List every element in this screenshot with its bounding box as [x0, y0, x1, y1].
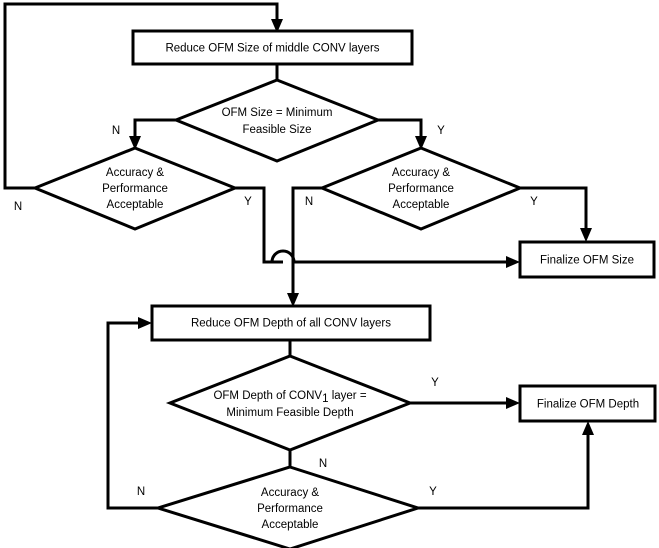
node-accuracy-performance-bottom-line3: Acceptable [262, 519, 319, 531]
arrowhead-into-acc-left [129, 136, 141, 150]
connector-acc-right-no [287, 186, 322, 307]
node-accuracy-performance-bottom[interactable]: Accuracy & Performance Acceptable [152, 465, 423, 548]
arrowhead-into-finalize-size-left [506, 256, 520, 268]
node-ofm-depth-minimum-line1-pre: OFM Depth of CONV [213, 390, 322, 402]
node-accuracy-performance-left-line3: Acceptable [107, 199, 164, 211]
node-finalize-ofm-size[interactable]: Finalize OFM Size [518, 240, 656, 279]
arrowhead-into-reduce-depth-left [138, 317, 152, 329]
connector-acc-bottom-yes [418, 421, 594, 510]
node-reduce-ofm-depth-label: Reduce OFM Depth of all CONV layers [191, 318, 391, 330]
edge-label-acc-bottom-no: N [137, 486, 145, 498]
node-accuracy-performance-right-line2: Performance [388, 183, 454, 195]
node-accuracy-performance-right-line3: Acceptable [393, 199, 450, 211]
node-ofm-depth-minimum-line1: OFM Depth of CONV1 layer = [213, 390, 366, 405]
arrowhead-into-finalize-size-top [580, 228, 592, 242]
arrowhead-into-acc-right [415, 136, 427, 150]
node-reduce-ofm-depth[interactable]: Reduce OFM Depth of all CONV layers [150, 304, 432, 342]
arrowhead-into-finalize-depth-left [506, 397, 520, 409]
edge-label-size-decision-no: N [112, 125, 120, 137]
arrowhead-into-reduce-size [271, 19, 283, 33]
node-accuracy-performance-right[interactable]: Accuracy & Performance Acceptable [318, 146, 524, 231]
node-reduce-ofm-size[interactable]: Reduce OFM Size of middle CONV layers [131, 29, 414, 66]
connector-size-decision-yes [378, 118, 427, 150]
node-accuracy-performance-left-line2: Performance [102, 183, 168, 195]
edge-label-acc-right-yes: Y [530, 196, 538, 208]
node-ofm-depth-minimum-decision[interactable]: OFM Depth of CONV1 layer = Minimum Feasi… [165, 354, 415, 452]
edge-label-acc-left-no: N [14, 201, 22, 213]
edge-label-acc-left-yes: Y [244, 196, 252, 208]
node-finalize-ofm-depth[interactable]: Finalize OFM Depth [518, 384, 657, 423]
edge-label-acc-bottom-yes: Y [429, 486, 437, 498]
node-ofm-size-minimum-line1: OFM Size = Minimum [222, 107, 333, 119]
node-ofm-depth-minimum-line1-post: layer = [329, 390, 367, 402]
arrowhead-into-finalize-depth-bottom [582, 421, 594, 435]
node-accuracy-performance-bottom-line1: Accuracy & [261, 487, 319, 499]
connector-depth-decision-yes [410, 397, 520, 409]
arrowhead-into-reduce-depth [287, 293, 299, 307]
node-finalize-ofm-depth-label: Finalize OFM Depth [537, 399, 639, 411]
edge-label-acc-right-no: N [305, 196, 313, 208]
edge-label-depth-decision-yes: Y [431, 377, 439, 389]
node-finalize-ofm-size-label: Finalize OFM Size [540, 255, 634, 267]
connector-acc-bottom-no [106, 317, 158, 510]
node-accuracy-performance-right-line1: Accuracy & [392, 167, 450, 179]
node-ofm-size-minimum-line2: Feasible Size [242, 124, 311, 136]
node-accuracy-performance-bottom-line2: Performance [257, 503, 323, 515]
node-ofm-size-minimum-decision[interactable]: OFM Size = Minimum Feasible Size [171, 78, 383, 163]
node-accuracy-performance-left[interactable]: Accuracy & Performance Acceptable [31, 146, 239, 231]
connector-acc-right-yes [520, 186, 592, 242]
connector-size-decision-no [129, 118, 176, 150]
node-ofm-depth-minimum-line2: Minimum Feasible Depth [226, 407, 353, 419]
edge-label-depth-decision-no: N [319, 458, 327, 470]
node-accuracy-performance-left-line1: Accuracy & [106, 167, 164, 179]
node-reduce-ofm-size-label: Reduce OFM Size of middle CONV layers [165, 43, 379, 55]
edge-label-size-decision-yes: Y [437, 125, 445, 137]
node-ofm-depth-minimum-line1-sub: 1 [322, 393, 328, 405]
